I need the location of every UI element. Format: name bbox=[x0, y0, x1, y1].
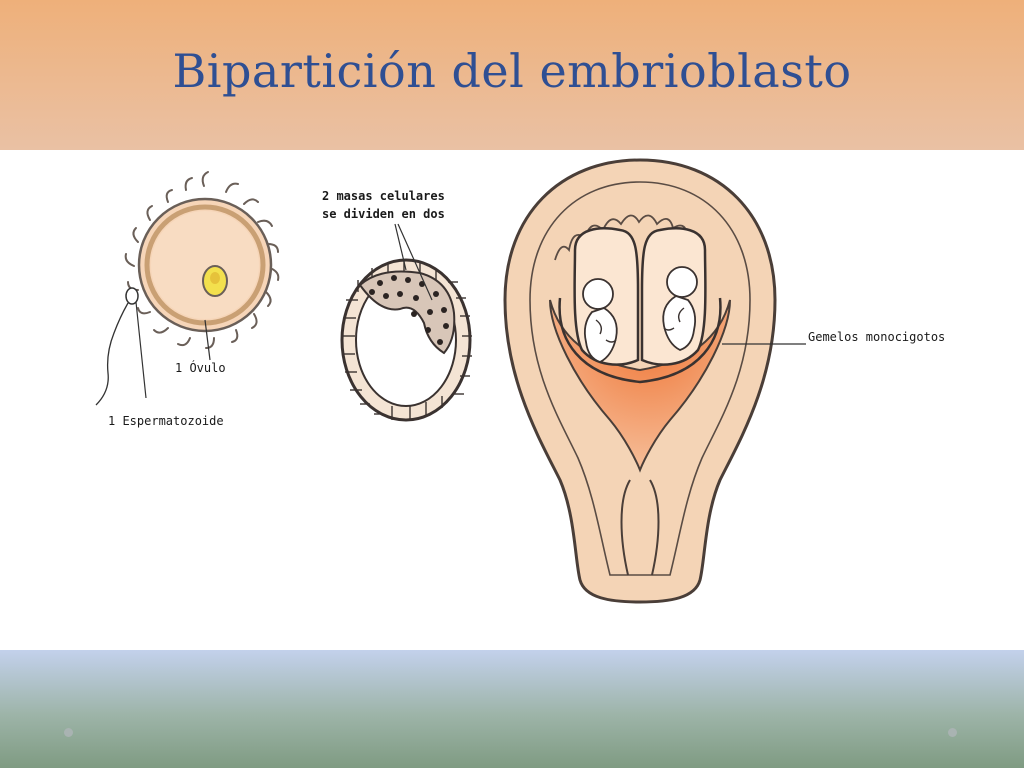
label-ovulo: 1 Óvulo bbox=[175, 360, 226, 375]
label-masas-line2: se dividen en dos bbox=[322, 207, 445, 221]
label-gemelos: Gemelos monocigotos bbox=[808, 330, 945, 344]
uterus-illustration bbox=[503, 158, 806, 604]
footer-dot-left bbox=[64, 728, 73, 737]
label-masas-line1: 2 masas celulares bbox=[322, 189, 445, 203]
ovum-illustration bbox=[95, 171, 280, 406]
title-band bbox=[0, 0, 1024, 150]
footer-dot-right bbox=[948, 728, 957, 737]
slide-title: Bipartición del embrioblasto bbox=[172, 44, 852, 98]
label-espermatozoide: 1 Espermatozoide bbox=[108, 414, 224, 428]
blastocyst-illustration bbox=[340, 223, 472, 422]
footer-band bbox=[0, 650, 1024, 768]
